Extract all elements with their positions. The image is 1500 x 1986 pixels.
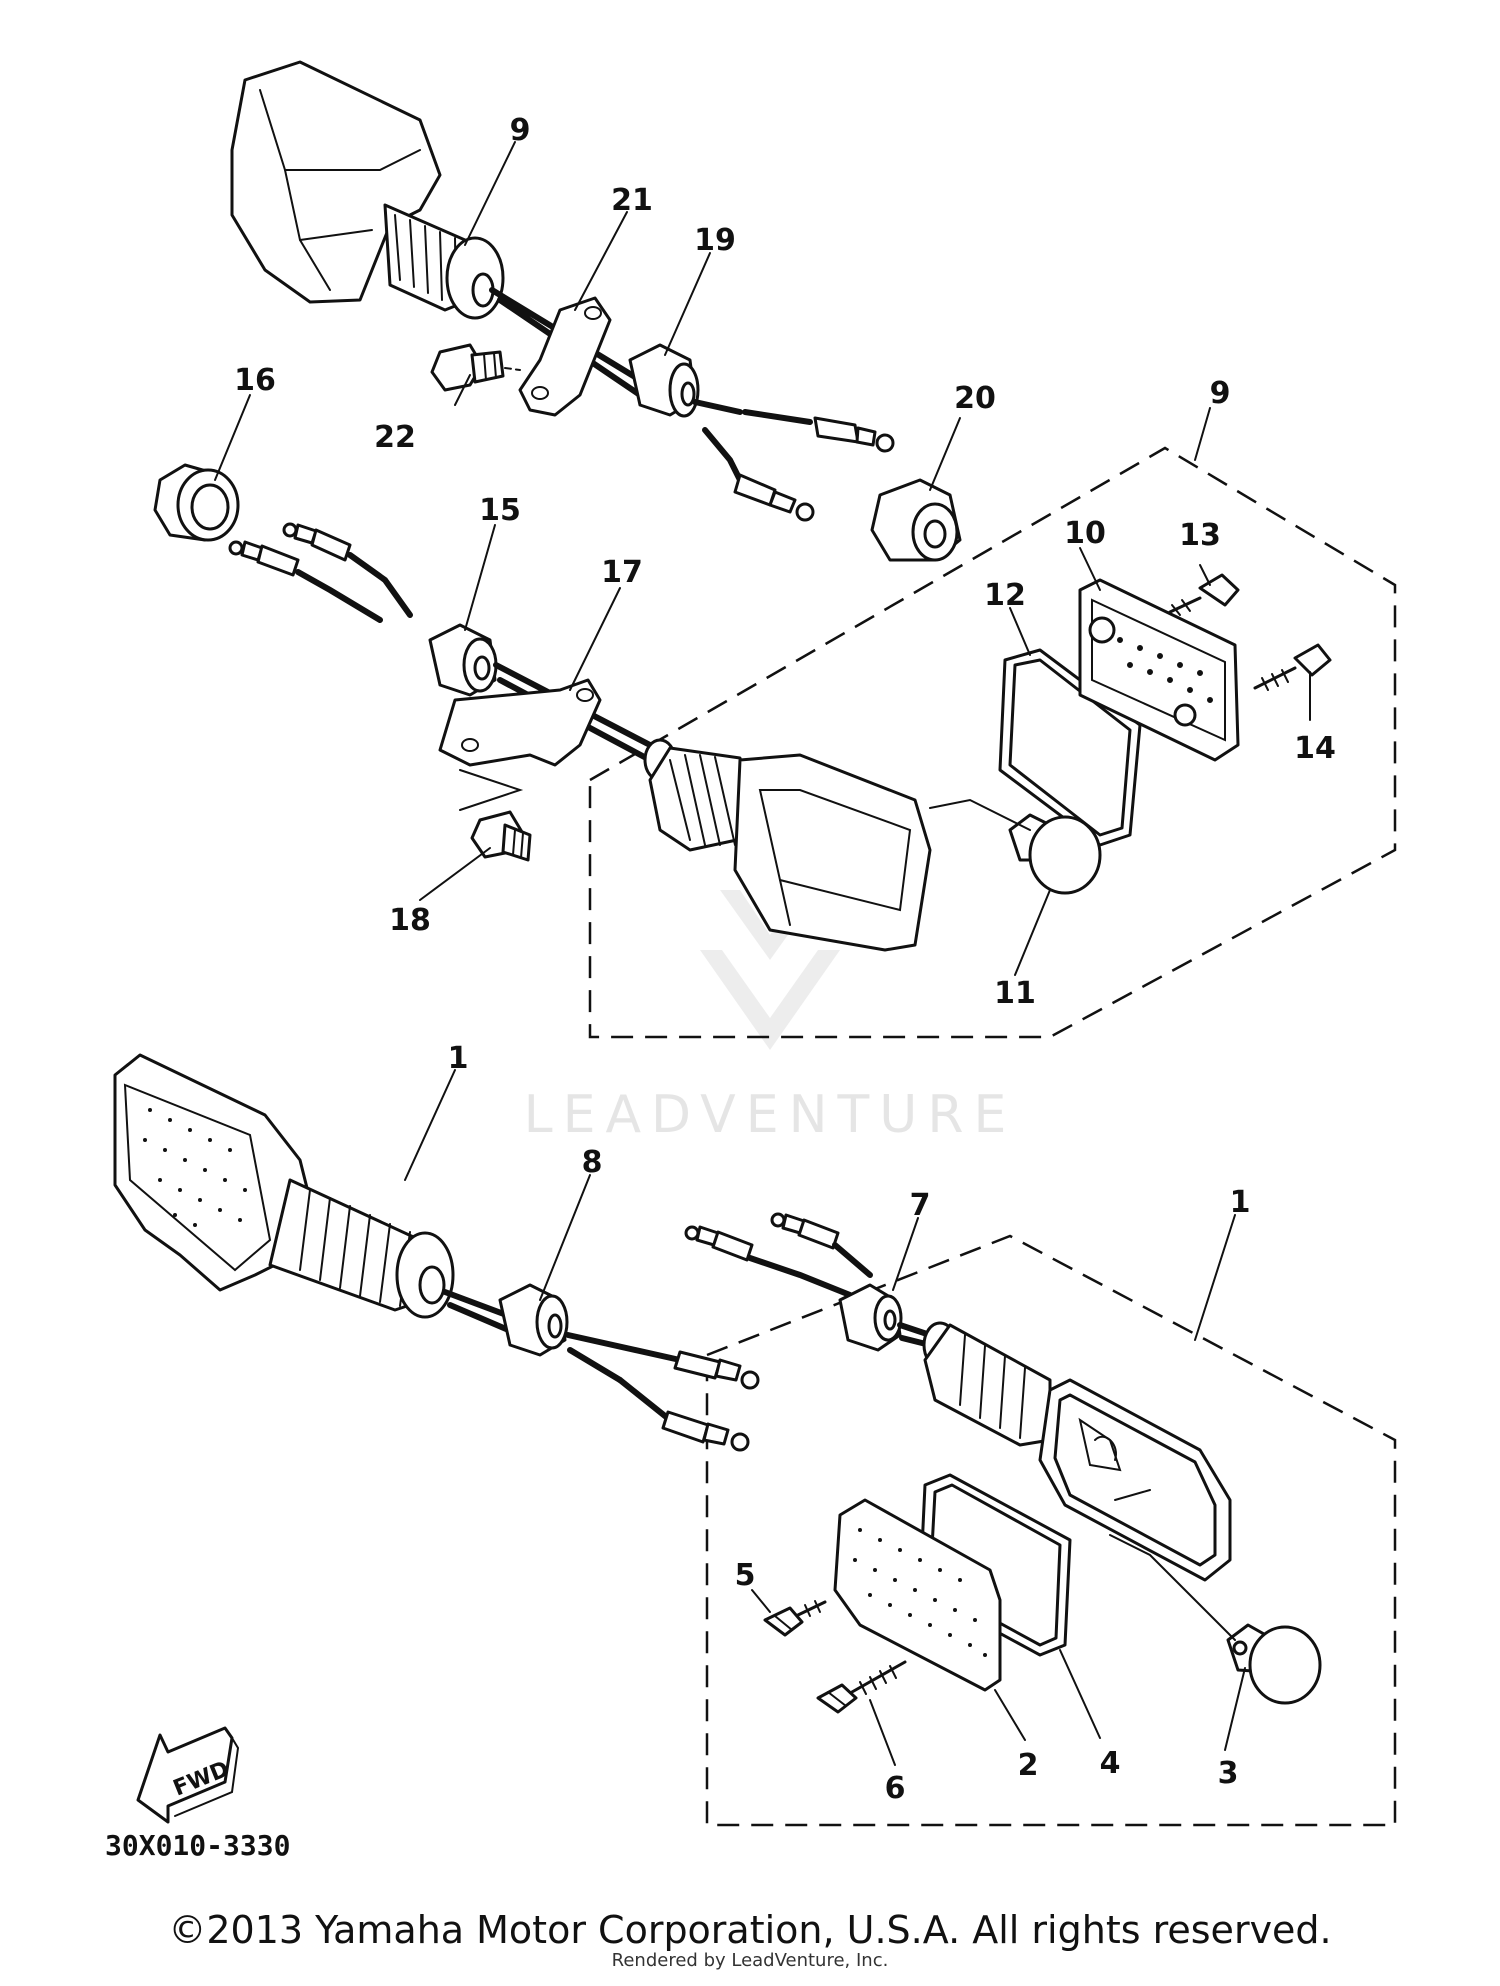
cap-20 [870,478,962,562]
fwd-arrow: FWD [136,1726,240,1824]
connectors-lower-right [684,1212,873,1298]
bracket-17 [438,678,602,811]
assembly-outline-upper [588,446,1397,1039]
grommet-7 [838,1283,903,1352]
callout-9-top: 9 [510,113,531,148]
callout-19: 19 [694,223,736,258]
leader-lines [214,141,1311,1766]
watermark-text: LEADVENTURE [524,1085,1017,1145]
callout-9-assembly: 9 [1210,376,1231,411]
flasher-top-stem [383,203,505,320]
lens-2 [833,1498,1002,1692]
assembly-outline-lower [705,1234,1397,1827]
connectors-lower-left [565,1332,760,1452]
screw-6 [816,1660,907,1714]
leadventure-watermark: LEADVENTURE [524,825,1017,1145]
callout-10: 10 [1064,516,1106,551]
diagram-code: 30X010-3330 [105,1829,290,1862]
connectors-top [692,399,895,522]
flasher-top [230,60,505,320]
callout-13: 13 [1179,518,1221,553]
connectors-middle [228,522,413,623]
bracket-21 [518,296,612,417]
callout-15: 15 [479,493,521,528]
screw-13 [1168,573,1240,616]
grommet-19 [628,343,700,418]
bulb-11 [929,798,1102,895]
bolt-22 [430,343,521,392]
callout-1-left: 1 [448,1041,469,1076]
rendered-by-notice: Rendered by LeadVenture, Inc. [611,1950,889,1971]
callout-20: 20 [954,381,996,416]
callout-7: 7 [910,1188,931,1223]
grommet-8 [498,1283,569,1357]
callout-18: 18 [389,903,431,938]
callout-6: 6 [885,1771,906,1806]
screw-14 [1253,643,1332,691]
flasher-lower-left [113,1053,455,1319]
copyright-notice: ©2013 Yamaha Motor Corporation, U.S.A. A… [168,1908,1332,1952]
lens-10 [1078,578,1240,762]
callout-5: 5 [735,1558,756,1593]
callout-21: 21 [611,183,653,218]
callout-2: 2 [1018,1748,1039,1783]
callout-3: 3 [1218,1756,1239,1791]
bolt-18 [470,810,532,862]
callout-14: 14 [1294,731,1336,766]
bulb-3 [1109,1534,1322,1705]
callout-1-right: 1 [1230,1185,1251,1220]
callout-16: 16 [234,363,276,398]
callout-4: 4 [1100,1746,1121,1781]
screw-5 [763,1600,827,1637]
flasher-lower-right [922,1321,1232,1582]
cap-16 [153,463,240,542]
grommet-15 [428,623,498,697]
callout-11: 11 [994,976,1036,1011]
callout-22: 22 [374,420,416,455]
flasher-middle [643,738,932,952]
callout-17: 17 [601,555,643,590]
callout-labels: 9 21 19 22 20 16 15 17 9 10 13 12 14 18 … [234,113,1336,1806]
callout-8: 8 [582,1145,603,1180]
callout-12: 12 [984,578,1026,613]
